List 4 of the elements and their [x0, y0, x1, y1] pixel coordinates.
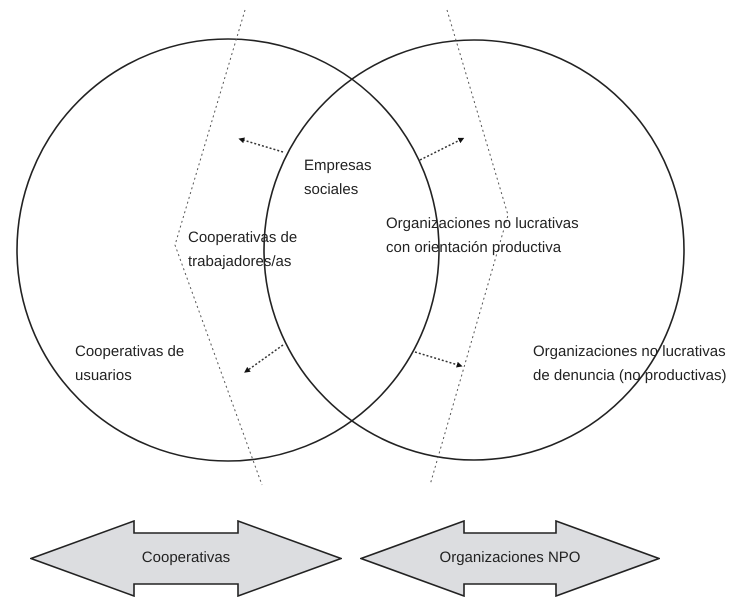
region-label: Empresas sociales — [304, 156, 373, 200]
arrow-label: Organizaciones NPO — [440, 548, 580, 568]
arrow-label: Cooperativas — [142, 548, 230, 568]
region-label: Cooperativas de usuarios — [75, 342, 186, 386]
